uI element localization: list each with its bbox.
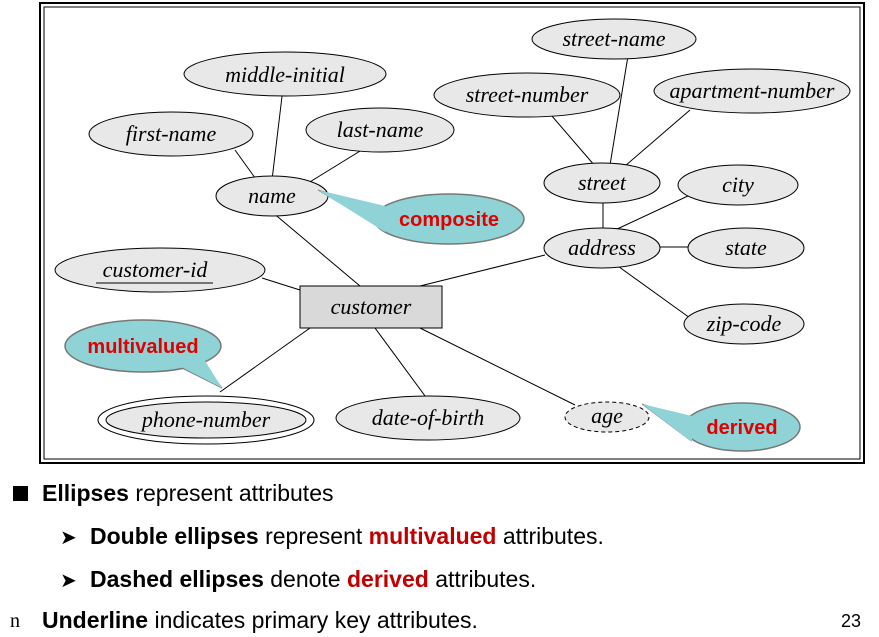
svg-text:street-number: street-number bbox=[466, 82, 589, 107]
attribute-phone-number: phone-number bbox=[97, 395, 315, 445]
svg-text:middle-initial: middle-initial bbox=[225, 62, 345, 87]
callout-multivalued: multivalued bbox=[64, 319, 223, 389]
arrow-bullet-icon: ➤ bbox=[60, 568, 77, 592]
bullet-double-ellipses-text: represent bbox=[258, 523, 369, 549]
attribute-date-of-birth: date-of-birth bbox=[335, 395, 521, 441]
bullet-ellipses-bold: Ellipses bbox=[42, 480, 129, 506]
attribute-customer-id: customer-id bbox=[54, 247, 266, 293]
attribute-first-name: first-name bbox=[88, 111, 254, 157]
svg-text:city: city bbox=[722, 172, 754, 197]
svg-text:street-name: street-name bbox=[562, 26, 665, 51]
bullet-underline-text: indicates primary key attributes. bbox=[148, 607, 478, 633]
attribute-age: age bbox=[564, 401, 650, 433]
svg-text:state: state bbox=[725, 235, 767, 260]
bullet-ellipses-text: represent attributes bbox=[128, 480, 334, 506]
svg-text:customer-id: customer-id bbox=[103, 257, 209, 282]
bullet-double-ellipses-bold: Double ellipses bbox=[90, 523, 259, 549]
callout-derived: derived bbox=[641, 402, 801, 452]
bullet-underline: Underline indicates primary key attribut… bbox=[42, 607, 478, 634]
bullet-dashed-ellipses-bold: Dashed ellipses bbox=[90, 566, 264, 592]
attribute-middle-initial: middle-initial bbox=[183, 51, 387, 97]
bullet-ellipses: Ellipses represent attributes bbox=[42, 480, 334, 507]
callout-multivalued-label: multivalued bbox=[87, 336, 198, 358]
callout-derived-label: derived bbox=[706, 417, 777, 439]
square-bullet-icon bbox=[13, 486, 28, 501]
attribute-name: name bbox=[215, 175, 329, 217]
diagram-frame-inner bbox=[43, 6, 861, 460]
bullet-double-ellipses-end: attributes. bbox=[496, 523, 604, 549]
attribute-zip-code: zip-code bbox=[683, 303, 805, 345]
bullet-multivalued-highlight: multivalued bbox=[368, 523, 497, 549]
svg-text:apartment-number: apartment-number bbox=[670, 78, 835, 103]
diagram-frame-outer bbox=[39, 2, 865, 464]
attribute-last-name: last-name bbox=[305, 107, 455, 153]
svg-text:zip-code: zip-code bbox=[706, 311, 782, 336]
bullet-marker-n: n bbox=[10, 610, 20, 632]
attribute-street-number: street-number bbox=[433, 72, 621, 118]
relationship-lines bbox=[219, 55, 691, 406]
entity-customer: customer bbox=[299, 285, 443, 329]
attribute-city: city bbox=[677, 164, 799, 206]
svg-text:last-name: last-name bbox=[337, 117, 424, 142]
bullet-dashed-ellipses: Dashed ellipses denote derived attribute… bbox=[90, 566, 536, 593]
attribute-apartment-number: apartment-number bbox=[653, 68, 851, 114]
bullet-derived-highlight: derived bbox=[347, 566, 429, 592]
svg-text:address: address bbox=[568, 235, 636, 260]
svg-text:name: name bbox=[248, 183, 296, 208]
attribute-street-name: street-name bbox=[531, 18, 697, 60]
svg-text:first-name: first-name bbox=[126, 121, 217, 146]
entity-customer-label: customer bbox=[331, 294, 412, 319]
svg-text:phone-number: phone-number bbox=[140, 407, 271, 432]
attribute-street: street bbox=[543, 162, 661, 204]
bullet-dashed-ellipses-text: denote bbox=[263, 566, 347, 592]
bullet-dashed-ellipses-end: attributes. bbox=[428, 566, 537, 592]
svg-text:age: age bbox=[591, 403, 623, 428]
bullet-underline-bold: Underline bbox=[42, 607, 149, 633]
attribute-address: address bbox=[543, 227, 661, 269]
svg-text:street: street bbox=[578, 170, 627, 195]
svg-text:date-of-birth: date-of-birth bbox=[372, 405, 484, 430]
attribute-state: state bbox=[687, 227, 805, 269]
bullet-double-ellipses: Double ellipses represent multivalued at… bbox=[90, 523, 604, 550]
er-diagram: customer middle-initial first-name last-… bbox=[39, 2, 865, 464]
page-number: 23 bbox=[840, 611, 861, 631]
callout-composite: composite bbox=[317, 189, 525, 245]
callout-composite-label: composite bbox=[399, 209, 499, 231]
arrow-bullet-icon: ➤ bbox=[60, 525, 77, 549]
